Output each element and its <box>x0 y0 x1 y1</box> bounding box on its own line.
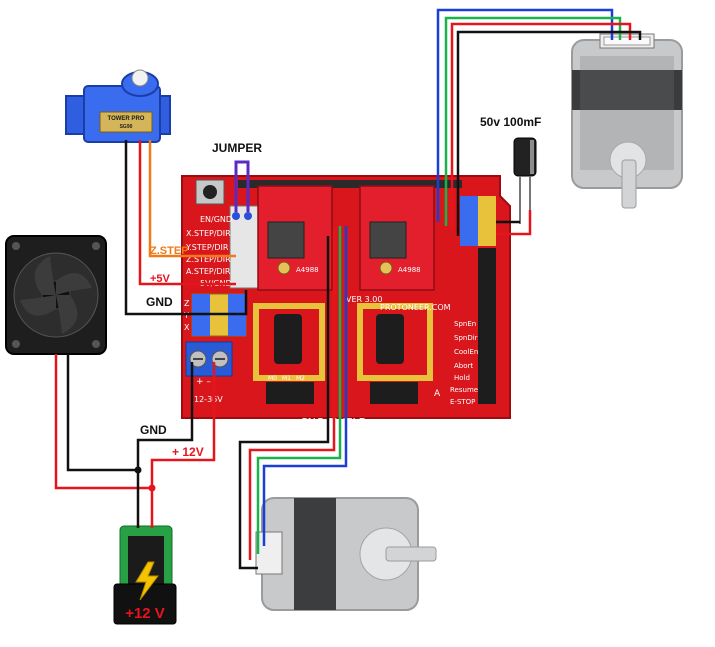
capacitor-icon <box>513 137 537 224</box>
wire-power-gnd <box>136 362 194 470</box>
wire-blue-bottom <box>262 226 348 546</box>
wire-servo-gnd <box>124 140 248 316</box>
servo-icon: TOWER PRO SG90 <box>65 69 171 143</box>
wire-power-12v <box>150 362 216 488</box>
plus12v-label: + 12V <box>172 445 204 459</box>
power-jack-label: +12 V <box>125 605 165 622</box>
pin-label-1: X.STEP/DIR <box>186 229 231 238</box>
svg-text:SG90: SG90 <box>120 124 133 130</box>
right-pin-2: CoolEn <box>454 348 478 356</box>
voltage-label: 12-36V <box>194 395 223 404</box>
axis-letter-a: A <box>434 389 441 399</box>
cnc-shield-board: EN/GND X.STEP/DIR Y.STEP/DIR Z.STEP/DIR … <box>181 175 511 429</box>
fan-icon <box>5 235 107 355</box>
wire-fan-black <box>66 354 140 528</box>
pin-label-2: Y.STEP/DIR <box>185 243 229 252</box>
right-pin-5: Resume <box>450 386 478 394</box>
driver-1-label: A4988 <box>296 266 319 274</box>
ms-label-0: M0 <box>268 375 277 382</box>
wire-servo-signal <box>148 140 236 258</box>
power-jack-icon: +12 V <box>113 525 177 625</box>
right-pin-3: Abort <box>454 362 473 370</box>
wire-fan-red <box>54 354 154 528</box>
right-pin-6: E-STOP <box>450 398 475 406</box>
right-pin-1: SpnDir <box>454 334 478 342</box>
jumper-label: JUMPER <box>212 141 262 155</box>
capacitor-label: 50v 100mF <box>480 115 541 129</box>
plus5v-label: +5V <box>150 273 171 285</box>
ms-label-1: M1 <box>282 375 291 382</box>
wire-red-bottom <box>248 230 336 560</box>
pin-label-3: Z.STEP/DIR <box>186 255 231 264</box>
url-label: PROTONEER.COM <box>380 303 451 312</box>
driver-2-label: A4988 <box>398 266 421 274</box>
z-step-label: Z.STEP <box>150 245 189 257</box>
wire-green-top <box>444 16 622 226</box>
wire-black-bottom <box>238 236 330 570</box>
lightning-icon <box>135 561 159 601</box>
ms-label-2: M2 <box>296 375 305 382</box>
pin-label-4: A.STEP/DIR <box>186 267 231 276</box>
svg-text:+ –: + – <box>196 377 211 387</box>
jumper-wire <box>234 160 250 212</box>
version-label: VER 3.00 <box>346 295 382 304</box>
wire-cap-red <box>496 210 532 236</box>
right-pin-4: Hold <box>454 374 470 382</box>
axis-letter-1: Y <box>183 311 189 320</box>
stepper-motor-top-icon <box>571 33 683 209</box>
axis-letter-2: X <box>184 323 190 332</box>
wire-servo-5v <box>138 140 236 286</box>
gnd-power-label: GND <box>140 423 167 437</box>
wire-green-bottom <box>256 226 342 554</box>
axis-letter-0: Z <box>184 299 190 308</box>
right-pin-0: SpnEn <box>454 320 476 328</box>
wire-black-top <box>456 30 642 236</box>
svg-text:TOWER PRO: TOWER PRO <box>108 116 145 122</box>
gnd-servo-label: GND <box>146 295 173 309</box>
stepper-motor-bottom-icon <box>255 497 437 611</box>
pin-label-0: EN/GND <box>200 215 232 224</box>
